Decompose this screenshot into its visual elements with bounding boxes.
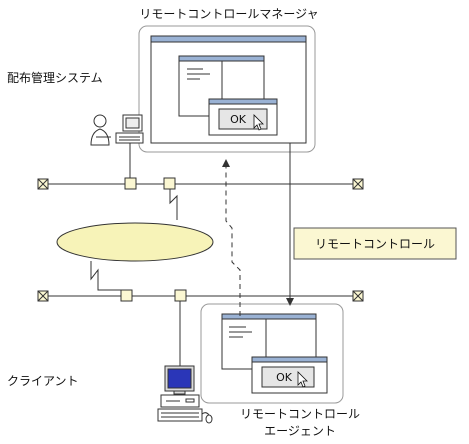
window-titlebar: [150, 35, 307, 43]
agent-screen-group: OK: [200, 303, 344, 404]
mouse-icon: [205, 414, 213, 424]
ok-button-top-label: OK: [230, 113, 247, 126]
window-titlebar: [178, 55, 265, 62]
agent-label-line1: リモートコントロール: [240, 407, 360, 421]
remote-control-label: リモートコントロール: [315, 237, 435, 251]
window-titlebar: [221, 313, 317, 320]
terminator-icon: [352, 290, 364, 302]
cursor-icon: [297, 371, 308, 388]
wan-link-bottom: [90, 261, 121, 291]
transceiver-icon: [163, 177, 176, 190]
client-computer-icon: [157, 365, 213, 424]
distribution-system-label: 配布管理システム: [7, 70, 103, 85]
response-arrow-up-dashed: [222, 159, 241, 316]
wan-network-ellipse: [56, 222, 214, 262]
manager-label: リモートコントロールマネージャ: [139, 7, 318, 21]
user-icon: [93, 114, 107, 128]
cursor-icon: [253, 114, 264, 131]
transceiver-icon: [120, 289, 133, 302]
manager-screen-group: OK: [138, 25, 316, 153]
transceiver-icon: [174, 289, 187, 302]
remote-control-box: リモートコントロール: [293, 227, 457, 260]
terminator-icon: [37, 178, 49, 190]
keyboard-icon: [157, 408, 203, 422]
agent-label-line2: エージェント: [264, 424, 336, 438]
ok-button-bottom-label: OK: [276, 371, 293, 384]
lan-segment-top: [37, 177, 364, 190]
wan-link-top: [169, 189, 178, 220]
terminator-icon: [352, 178, 364, 190]
admin-workstation-icon: [90, 114, 144, 146]
terminator-icon: [37, 290, 49, 302]
window-titlebar: [208, 98, 278, 105]
monitor-screen: [167, 368, 192, 389]
client-label: クライアント: [7, 374, 79, 388]
transceiver-icon: [124, 177, 137, 190]
window-titlebar: [251, 356, 328, 363]
lan-segment-bottom: [37, 289, 364, 302]
